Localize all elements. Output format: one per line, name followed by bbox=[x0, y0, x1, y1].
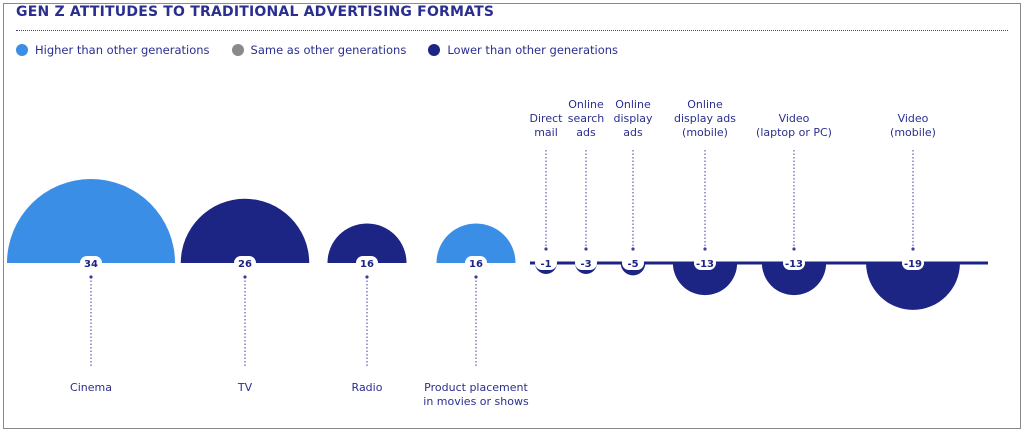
value-pill bbox=[535, 256, 557, 270]
value-label: 16 bbox=[360, 259, 374, 270]
value-label: -13 bbox=[696, 259, 714, 270]
legend-label-lower: Lower than other generations bbox=[447, 43, 619, 57]
semicircle-mark bbox=[327, 223, 407, 263]
value-pill bbox=[80, 256, 102, 270]
value-label: 34 bbox=[84, 259, 98, 270]
category-label: Product placement in movies or shows bbox=[423, 381, 529, 408]
value-pill bbox=[783, 256, 805, 270]
category-label: TV bbox=[237, 381, 253, 394]
value-label: -19 bbox=[904, 259, 922, 270]
leader-dot bbox=[584, 247, 588, 251]
category-label: Radio bbox=[351, 381, 383, 394]
legend-swatch-lower bbox=[428, 44, 441, 56]
legend-item-same: Same as other generations bbox=[231, 43, 407, 57]
semicircle-mark bbox=[866, 263, 960, 310]
leader-dot bbox=[911, 247, 915, 251]
leader-dot bbox=[631, 247, 635, 251]
legend-swatch-higher bbox=[16, 44, 28, 56]
value-label: 16 bbox=[469, 259, 483, 270]
legend-swatch-same bbox=[231, 44, 244, 56]
chart-title: GEN Z ATTITUDES TO TRADITIONAL ADVERTISI… bbox=[16, 4, 495, 20]
value-pill bbox=[234, 256, 256, 270]
category-label: Online display ads bbox=[613, 98, 653, 139]
semicircle-mark bbox=[7, 179, 175, 263]
category-label: Cinema bbox=[70, 381, 112, 394]
value-label: 26 bbox=[238, 259, 252, 270]
value-pill bbox=[902, 256, 924, 270]
chart-frame bbox=[3, 3, 1021, 429]
category-label: Video (laptop or PC) bbox=[756, 112, 832, 139]
value-pill bbox=[694, 256, 716, 270]
leader-dot bbox=[474, 275, 478, 279]
leader-dot bbox=[89, 275, 93, 279]
category-label: Online display ads (mobile) bbox=[673, 98, 737, 139]
legend-item-higher: Higher than other generations bbox=[16, 43, 210, 57]
legend-label-higher: Higher than other generations bbox=[35, 43, 210, 57]
leader-dot bbox=[703, 247, 707, 251]
value-pill bbox=[465, 256, 487, 270]
legend-label-same: Same as other generations bbox=[250, 43, 407, 57]
title-divider bbox=[16, 30, 1008, 31]
category-label: Video (mobile) bbox=[890, 112, 936, 139]
category-label: Direct mail bbox=[529, 112, 563, 139]
value-pill bbox=[356, 256, 378, 270]
leader-dot bbox=[792, 247, 796, 251]
value-pill bbox=[575, 256, 597, 270]
semicircle-mark bbox=[672, 263, 738, 296]
value-label: -5 bbox=[627, 259, 638, 270]
leader-dot bbox=[243, 275, 247, 279]
semicircle-mark bbox=[436, 223, 516, 263]
legend-item-lower: Lower than other generations bbox=[428, 43, 618, 57]
value-label: -1 bbox=[540, 259, 551, 270]
category-label: Online search ads bbox=[567, 98, 605, 139]
legend: Higher than other generations Same as ot… bbox=[16, 43, 618, 57]
semicircle-mark bbox=[761, 263, 827, 296]
value-label: -13 bbox=[785, 259, 803, 270]
leader-dot bbox=[544, 247, 548, 251]
value-label: -3 bbox=[580, 259, 591, 270]
semicircle-mark bbox=[180, 198, 310, 263]
leader-dot bbox=[365, 275, 369, 279]
value-pill bbox=[622, 256, 644, 270]
